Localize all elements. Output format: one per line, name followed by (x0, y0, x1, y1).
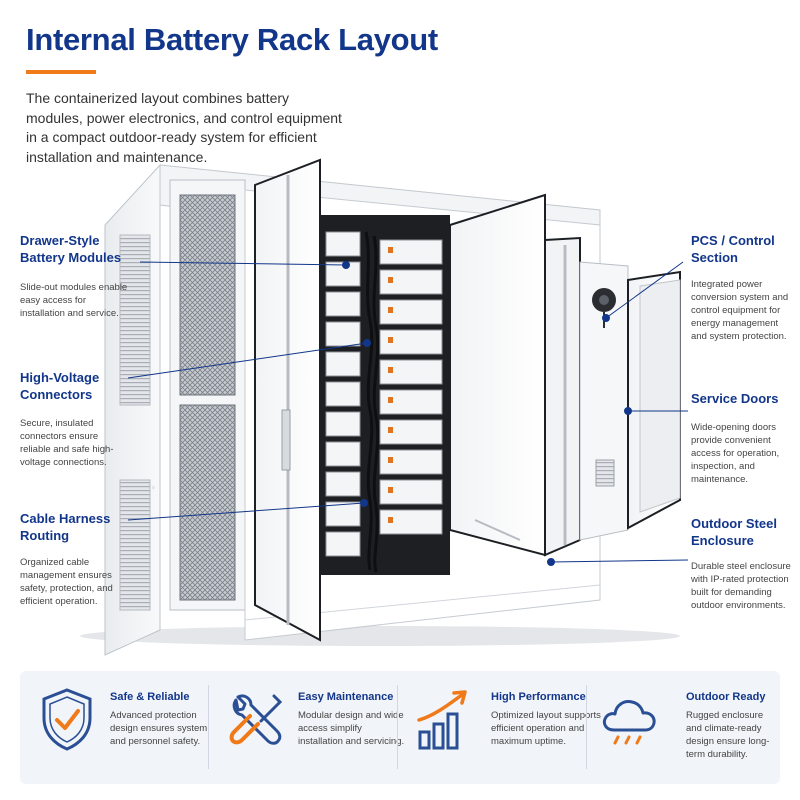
battery-container-illustration: ◦ (80, 158, 689, 656)
feature-title: Outdoor Ready (686, 691, 766, 703)
cable-harness (364, 231, 380, 573)
callout-cable-harness-text: Organized cable management ensures safet… (20, 557, 113, 607)
ground-shadow (80, 626, 680, 646)
battery-rack (320, 215, 450, 575)
bar-chart-arrow-icon (417, 690, 467, 750)
feature-title: High Performance (491, 691, 586, 703)
callout-hv-connectors-text: Secure, insulated connectors ensure reli… (20, 418, 114, 468)
feature-easy-maintenance: Easy Maintenance Modular design and wide… (226, 671, 404, 784)
callout-drawer-modules-title: Drawer-Style Battery Modules (20, 233, 122, 265)
feature-text: Rugged enclosure and climate-ready desig… (686, 710, 770, 760)
callout-cable-harness-title: Cable Harness Routing (20, 511, 111, 543)
page-title: Internal Battery Rack Layout (26, 22, 438, 57)
title-underline (26, 70, 96, 74)
pcs-control-cabinet (579, 261, 629, 541)
callout-service-doors-title: Service Doors (691, 391, 779, 406)
intro-paragraph: The containerized layout combines batter… (26, 90, 342, 165)
battery-modules (325, 231, 443, 557)
callout-leaders (127, 261, 689, 566)
features-panel: Safe & Reliable Advanced protection desi… (20, 671, 780, 784)
callout-service-doors-text: Wide-opening doors provide convenient ac… (691, 422, 780, 485)
battery-compartment-door (449, 193, 546, 557)
callout-pcs-control-title: PCS / Control Section (691, 233, 775, 265)
shield-check-icon (42, 688, 92, 751)
feature-outdoor-ready: Outdoor Ready Rugged enclosure and clima… (600, 671, 775, 784)
feature-safe-reliable: Safe & Reliable Advanced protection desi… (38, 671, 208, 784)
left-front-door (254, 158, 321, 642)
rain-cloud-icon (602, 700, 656, 745)
feature-divider (208, 685, 209, 769)
feature-title: Easy Maintenance (298, 691, 394, 703)
callout-drawer-modules-text: Slide-out modules enable easy access for… (20, 282, 128, 319)
feature-divider (397, 685, 398, 769)
module-connectors (388, 247, 393, 523)
svg-text:◦: ◦ (152, 483, 155, 492)
callout-outdoor-enclosure-title: Outdoor Steel Enclosure (691, 516, 777, 548)
wrench-screwdriver-icon (229, 694, 283, 745)
middle-cabinet (544, 236, 581, 557)
feature-text: Advanced protection design ensures syste… (110, 710, 208, 747)
callout-outdoor-enclosure-text: Durable steel enclosure with IP-rated pr… (691, 561, 791, 611)
feature-text: Optimized layout supports efficient oper… (491, 710, 601, 747)
callout-hv-connectors-title: High-Voltage Connectors (20, 370, 100, 402)
pcs-cabinet-door (627, 270, 681, 530)
feature-text: Modular design and wide access simplify … (298, 710, 405, 747)
feature-high-performance: High Performance Optimized layout suppor… (415, 671, 601, 784)
feature-divider (586, 685, 587, 769)
feature-title: Safe & Reliable (110, 691, 190, 703)
callout-pcs-control-text: Integrated power conversion system and c… (691, 279, 789, 342)
left-grille-panel (169, 179, 246, 611)
